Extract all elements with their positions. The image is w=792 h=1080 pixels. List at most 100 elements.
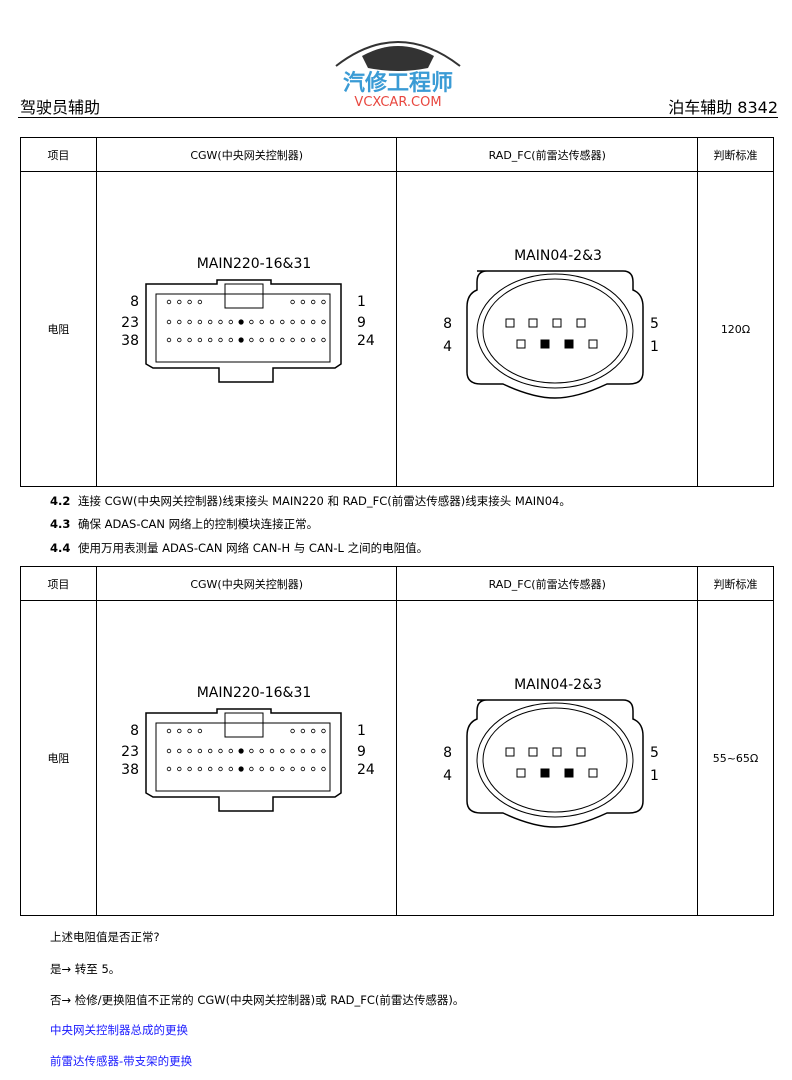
pin bbox=[279, 319, 285, 325]
pin bbox=[249, 748, 254, 754]
pin-number-label: 8 bbox=[444, 316, 453, 332]
connector-shell bbox=[476, 702, 634, 818]
pin bbox=[300, 299, 305, 305]
item-cell: 电阻 bbox=[20, 600, 97, 916]
pin bbox=[166, 728, 172, 734]
pin bbox=[310, 319, 316, 325]
link-radar-replacement[interactable]: 前雷达传感器-带支架的更换 bbox=[50, 1054, 193, 1068]
svg-text:VCXCAR.COM: VCXCAR.COM bbox=[354, 95, 441, 110]
pin bbox=[300, 766, 305, 772]
step-text: 连接 CGW(中央网关控制器)线束接头 MAIN220 和 RAD_FC(前雷达… bbox=[78, 494, 571, 508]
col-header: RAD_FC(前雷达传感器) bbox=[396, 566, 699, 601]
pin bbox=[300, 748, 305, 754]
pin bbox=[228, 337, 233, 343]
pin bbox=[310, 299, 316, 305]
pin bbox=[176, 766, 182, 772]
connector-shell-inner bbox=[482, 278, 628, 384]
pin-number-label: 24 bbox=[357, 762, 375, 778]
pin bbox=[218, 748, 223, 754]
pin bbox=[176, 748, 182, 754]
connector-housing bbox=[466, 699, 645, 828]
connector-label: MAIN04-2&3 bbox=[515, 677, 603, 693]
pin-number-label: 5 bbox=[650, 316, 659, 332]
pin bbox=[321, 728, 326, 734]
pin bbox=[321, 319, 326, 325]
pin-number-label: 4 bbox=[444, 768, 453, 784]
pin bbox=[528, 747, 538, 757]
pin bbox=[300, 319, 305, 325]
pin bbox=[176, 728, 182, 734]
col-header: 判断标准 bbox=[697, 566, 774, 601]
pin-number-label: 8 bbox=[130, 723, 139, 739]
pin-measured bbox=[564, 768, 574, 778]
header-divider bbox=[18, 117, 778, 118]
page-number: 泊车辅助 8342 bbox=[668, 98, 778, 117]
pin-number-label: 9 bbox=[357, 315, 366, 331]
col-header: CGW(中央网关控制器) bbox=[95, 566, 398, 601]
pin bbox=[249, 337, 254, 343]
col-header: 项目 bbox=[20, 566, 97, 601]
pin bbox=[576, 318, 586, 328]
pin-number-label: 1 bbox=[357, 294, 366, 310]
pin bbox=[207, 337, 213, 343]
pin-number-label: 5 bbox=[650, 745, 659, 761]
connector-shell-inner bbox=[482, 707, 628, 813]
connector-inner bbox=[155, 293, 331, 363]
step-4-3: 4.3 确保 ADAS-CAN 网络上的控制模块连接正常。 bbox=[50, 516, 318, 532]
pin-measured bbox=[238, 319, 244, 325]
pin bbox=[259, 748, 264, 754]
pin bbox=[588, 768, 598, 778]
pin bbox=[197, 728, 202, 734]
pin bbox=[321, 337, 326, 343]
pin-number-label: 38 bbox=[121, 762, 139, 778]
pin bbox=[300, 728, 305, 734]
col-header: 判断标准 bbox=[697, 137, 774, 172]
pin-number-label: 23 bbox=[121, 744, 139, 760]
link-cgw-replacement[interactable]: 中央网关控制器总成的更换 bbox=[50, 1023, 188, 1037]
step-number: 4.2 bbox=[50, 494, 71, 508]
pin-measured bbox=[540, 768, 550, 778]
pin bbox=[505, 318, 515, 328]
step-4-2: 4.2 连接 CGW(中央网关控制器)线束接头 MAIN220 和 RAD_FC(… bbox=[50, 493, 571, 509]
connector-label: MAIN04-2&3 bbox=[515, 248, 603, 264]
pin-number-label: 38 bbox=[121, 333, 139, 349]
pin-measured bbox=[564, 339, 574, 349]
connector-inner bbox=[155, 722, 331, 792]
pin bbox=[207, 748, 213, 754]
pin bbox=[321, 766, 326, 772]
pin bbox=[176, 299, 182, 305]
pin bbox=[310, 748, 316, 754]
col-header: RAD_FC(前雷达传感器) bbox=[396, 137, 699, 172]
pin bbox=[310, 337, 316, 343]
pin bbox=[187, 728, 192, 734]
connector-label: MAIN220-16&31 bbox=[197, 256, 312, 272]
pin bbox=[290, 319, 295, 325]
pin-measured bbox=[238, 766, 244, 772]
pin bbox=[300, 337, 305, 343]
logo-watermark: 汽修工程师 VCXCAR.COM bbox=[335, 41, 461, 110]
pin bbox=[269, 319, 275, 325]
col-header: CGW(中央网关控制器) bbox=[95, 137, 398, 172]
pin bbox=[228, 319, 233, 325]
pin bbox=[187, 748, 192, 754]
pin-measured bbox=[238, 748, 244, 754]
step-number: 4.3 bbox=[50, 517, 71, 531]
pin-number-label: 9 bbox=[357, 744, 366, 760]
pin bbox=[290, 766, 295, 772]
step-text: 确保 ADAS-CAN 网络上的控制模块连接正常。 bbox=[78, 517, 319, 531]
pin bbox=[166, 766, 172, 772]
pin-number-label: 24 bbox=[357, 333, 375, 349]
pin-number-label: 8 bbox=[444, 745, 453, 761]
section-title: 驾驶员辅助 bbox=[20, 98, 101, 117]
pin bbox=[187, 299, 192, 305]
pin bbox=[166, 337, 172, 343]
pin bbox=[269, 337, 275, 343]
pin bbox=[187, 319, 192, 325]
connector-latch bbox=[224, 283, 264, 309]
pin bbox=[269, 748, 275, 754]
